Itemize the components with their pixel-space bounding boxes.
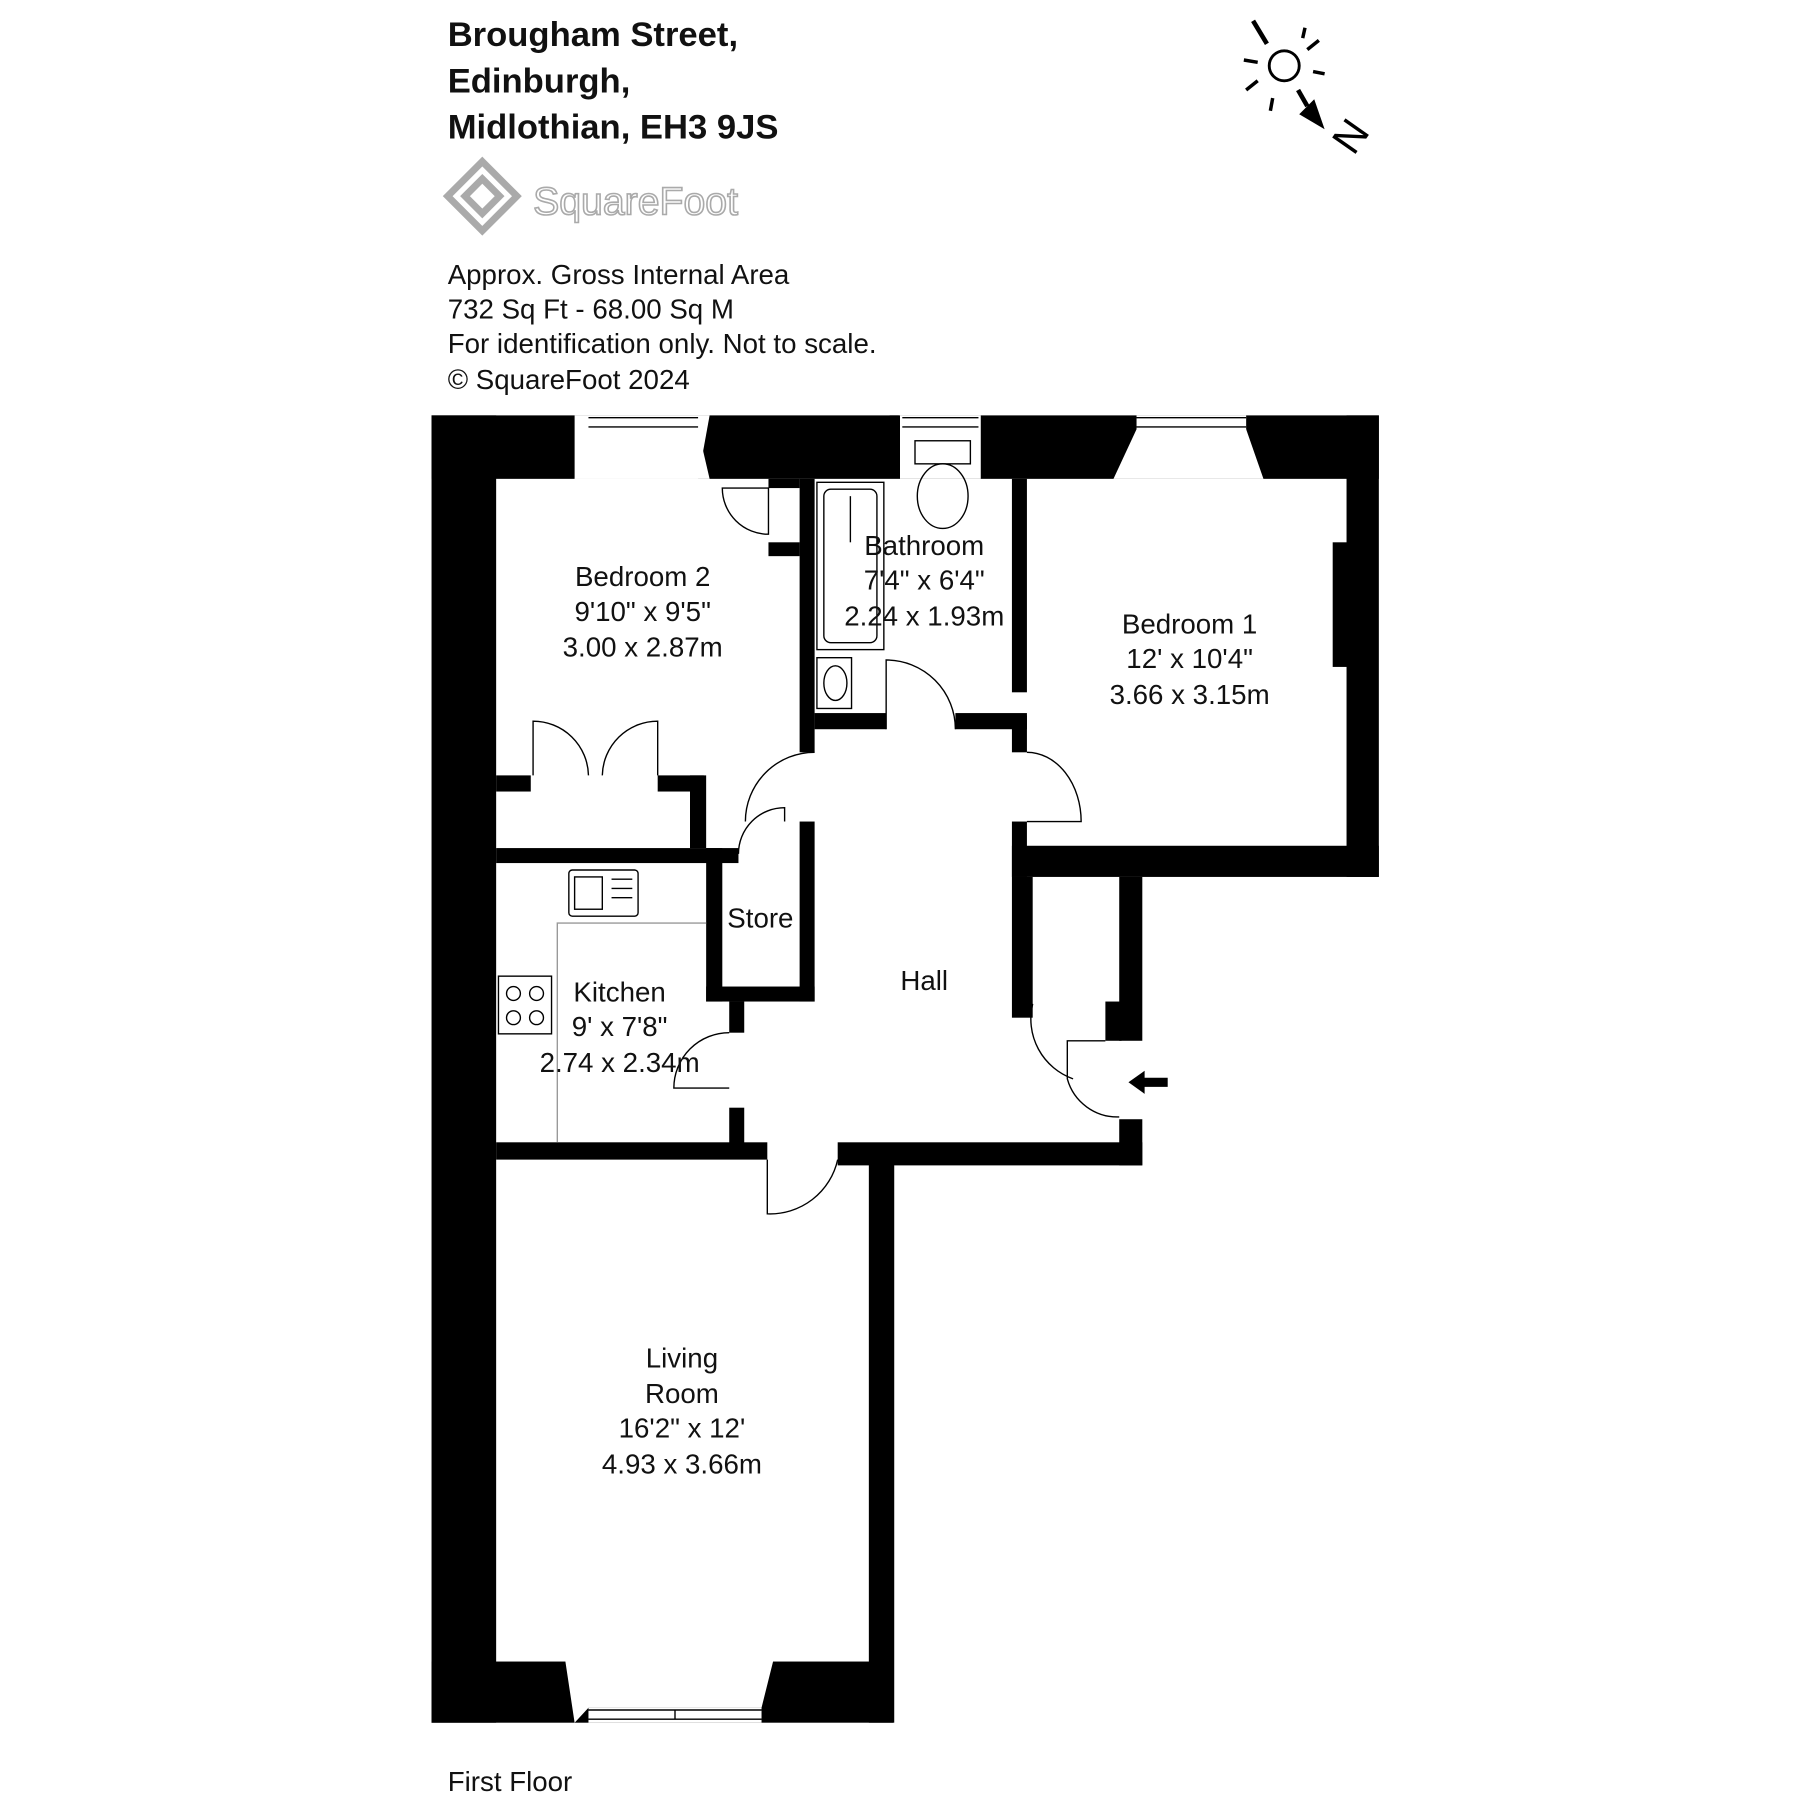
squarefoot-logo: SquareFoot <box>442 156 739 236</box>
logo-text: SquareFoot <box>533 180 738 224</box>
room-name: Kitchen <box>573 977 665 1008</box>
area-value: 732 Sq Ft - 68.00 Sq M <box>448 293 734 324</box>
room-size-metric: 2.24 x 1.93m <box>844 600 1004 631</box>
room-size-metric: 4.93 x 3.66m <box>602 1448 762 1479</box>
sink-fixture <box>568 869 639 917</box>
address-line-3: Midlothian, EH3 9JS <box>448 108 779 146</box>
address-line-2: Edinburgh, <box>448 62 631 100</box>
room-name: Bedroom 2 <box>575 561 710 592</box>
toilet-fixture <box>914 440 972 530</box>
hob-fixture <box>497 975 553 1035</box>
room-kitchen: Kitchen 9' x 7'8" 2.74 x 2.34m <box>540 977 700 1078</box>
room-name: Bedroom 1 <box>1122 608 1257 639</box>
worktop <box>556 922 707 1143</box>
room-size-metric: 3.00 x 2.87m <box>563 632 723 663</box>
address-line-1: Brougham Street, <box>448 16 738 54</box>
area-label: Approx. Gross Internal Area <box>448 259 790 290</box>
door-swings <box>532 487 1120 1215</box>
room-size-imperial: 7'4" x 6'4" <box>864 565 985 596</box>
room-bedroom-2: Bedroom 2 9'10" x 9'5" 3.00 x 2.87m <box>563 561 723 662</box>
disclaimer: For identification only. Not to scale. <box>448 328 877 359</box>
room-hall: Hall <box>900 965 948 996</box>
room-name: Living <box>646 1342 718 1373</box>
room-size-metric: 2.74 x 2.34m <box>540 1047 700 1078</box>
room-name: Bathroom <box>864 530 984 561</box>
entrance-arrow-icon <box>1128 1070 1168 1094</box>
room-size-imperial: 9'10" x 9'5" <box>574 596 710 627</box>
room-name: Room <box>645 1378 719 1409</box>
bath-fixture <box>816 481 885 710</box>
room-living-room: Living Room 16'2" x 12' 4.93 x 3.66m <box>602 1342 762 1479</box>
compass-north-label: N <box>1323 110 1379 162</box>
room-bathroom: Bathroom 7'4" x 6'4" 2.24 x 1.93m <box>844 530 1004 631</box>
room-size-imperial: 16'2" x 12' <box>619 1413 746 1444</box>
room-store: Store <box>727 903 793 934</box>
room-size-metric: 3.66 x 3.15m <box>1110 679 1270 710</box>
windows <box>588 416 1247 1720</box>
room-size-imperial: 12' x 10'4" <box>1126 643 1253 674</box>
walls <box>431 415 1379 1723</box>
compass-sun-icon <box>1243 19 1325 130</box>
copyright: © SquareFoot 2024 <box>448 364 690 395</box>
room-size-imperial: 9' x 7'8" <box>572 1011 668 1042</box>
room-bedroom-1: Bedroom 1 12' x 10'4" 3.66 x 3.15m <box>1110 608 1270 709</box>
floor-label: First Floor <box>448 1766 573 1797</box>
